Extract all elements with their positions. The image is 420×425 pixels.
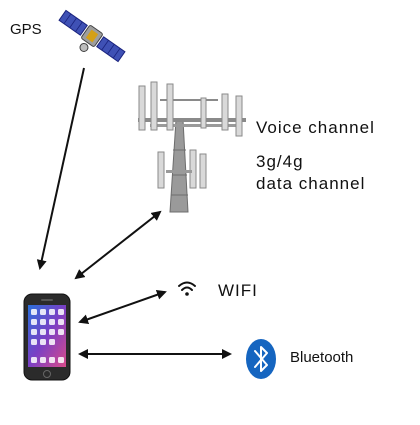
bluetooth-label: Bluetooth (290, 349, 354, 366)
wifi-phone-arrow (78, 289, 167, 325)
satellite-icon (58, 9, 126, 63)
smartphone-icon (23, 293, 71, 381)
gps-label: GPS (10, 21, 42, 38)
wifi-icon (178, 281, 196, 296)
bluetooth-icon (246, 339, 276, 379)
arrows (36, 67, 232, 359)
voice-channel-label: Voice channel (256, 118, 375, 137)
wifi-label: WIFI (218, 281, 258, 300)
tower-phone-arrow (74, 210, 162, 280)
data-channel-label-line1: 3g/4g (256, 152, 304, 171)
data-channel-label-line2: data channel (256, 174, 366, 193)
cell-tower-icon (138, 81, 246, 213)
gps-to-phone-arrow (36, 67, 85, 270)
